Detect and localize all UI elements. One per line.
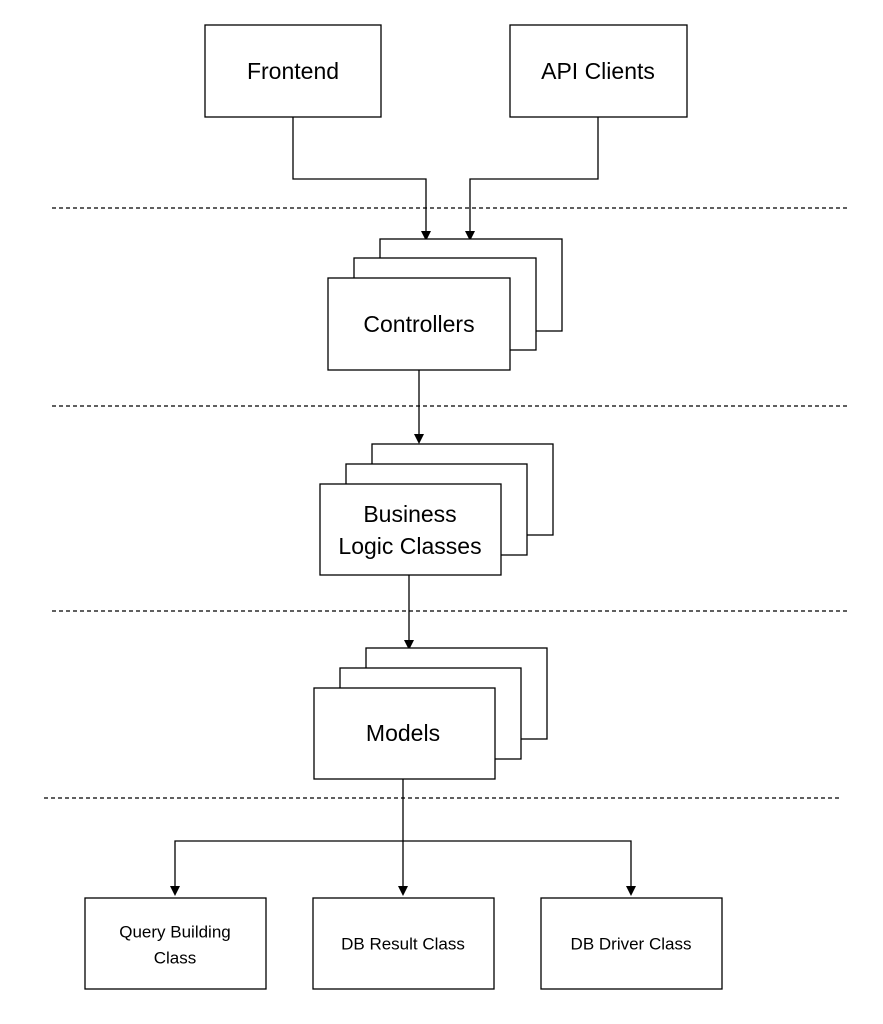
query-building-box — [84, 897, 267, 990]
db-result-label: DB Result Class — [341, 935, 465, 954]
db-driver-label: DB Driver Class — [571, 935, 692, 954]
db-driver-arrowhead — [626, 886, 636, 896]
query-building-node: Query Building Class — [84, 897, 267, 990]
query-building-arrowhead — [170, 886, 180, 896]
db-driver-node: DB Driver Class — [540, 897, 723, 990]
models-label: Models — [366, 720, 440, 746]
business-logic-stack-front — [319, 483, 502, 576]
query-building-label-line1: Query Building — [119, 923, 231, 942]
models-stack-front — [313, 687, 496, 780]
models-node: Models — [313, 647, 548, 780]
frontend-node: Frontend — [204, 24, 382, 118]
business-logic-label-line2: Logic Classes — [338, 533, 481, 559]
controllers-node: Controllers — [327, 238, 563, 371]
controllers-to-business-logic-arrowhead — [414, 434, 424, 444]
models-branch-connector — [174, 840, 632, 886]
business-logic-to-models-arrowhead — [404, 640, 414, 650]
db-result-arrowhead — [398, 886, 408, 896]
controllers-stack-front — [327, 277, 511, 371]
api-clients-to-controllers-arrowhead — [465, 231, 475, 241]
business-logic-node: Business Logic Classes — [319, 443, 554, 576]
business-logic-label-line1: Business — [363, 501, 456, 527]
db-result-box — [312, 897, 495, 990]
api-clients-node: API Clients — [509, 24, 688, 118]
frontend-box — [204, 24, 382, 118]
query-building-label-line2: Class — [154, 949, 197, 968]
frontend-to-controllers-arrowhead — [421, 231, 431, 241]
db-result-node: DB Result Class — [312, 897, 495, 990]
db-driver-box — [540, 897, 723, 990]
api-clients-to-controllers-connector — [469, 117, 599, 231]
frontend-to-controllers-connector — [292, 117, 427, 231]
api-clients-label: API Clients — [541, 58, 655, 84]
frontend-label: Frontend — [247, 58, 339, 84]
controllers-label: Controllers — [363, 311, 474, 337]
